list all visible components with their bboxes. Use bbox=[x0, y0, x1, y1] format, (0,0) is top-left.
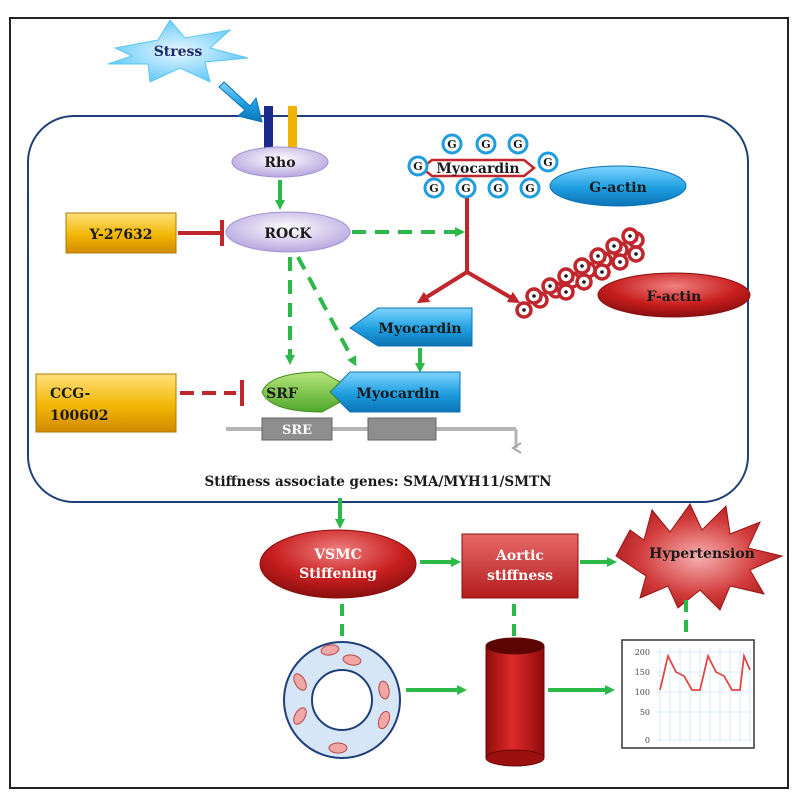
hypertension-burst: Hypertension bbox=[615, 503, 784, 611]
gene-box bbox=[367, 417, 437, 441]
f-actin-bead bbox=[621, 227, 639, 245]
arrow-rock-srf-2 bbox=[296, 256, 357, 367]
g-bead-label: G bbox=[461, 182, 470, 195]
smooth-muscle-cell bbox=[378, 680, 390, 700]
f-actin-bead bbox=[541, 277, 559, 295]
f-actin-bead bbox=[627, 245, 645, 263]
bp-tick-label: 50 bbox=[640, 708, 650, 717]
inhibitor-ccg-label-2: 100602 bbox=[50, 408, 108, 424]
smooth-muscle-cell bbox=[320, 644, 340, 656]
smooth-muscle-cell bbox=[342, 654, 362, 666]
g-bead-label: G bbox=[481, 138, 490, 151]
g-bead: G bbox=[423, 177, 445, 199]
f-actin-bead bbox=[593, 263, 611, 281]
f-actin-bead bbox=[611, 253, 629, 271]
rock-node: ROCK bbox=[225, 211, 351, 253]
rho-label: Rho bbox=[264, 155, 295, 171]
stress-burst: Stress bbox=[107, 19, 249, 83]
stress-label: Stress bbox=[154, 44, 203, 60]
g-bead: G bbox=[507, 133, 529, 155]
g-bead-label: G bbox=[493, 182, 502, 195]
g-bead-label: G bbox=[413, 160, 422, 173]
smooth-muscle-cell bbox=[328, 742, 348, 754]
vsmc-stiffening-node: VSMC Stiffening bbox=[259, 529, 417, 599]
receptor-yellow bbox=[288, 106, 297, 148]
sre-label: SRE bbox=[282, 423, 312, 438]
f-actin-bead bbox=[557, 283, 575, 301]
hypertension-label: Hypertension bbox=[649, 546, 755, 562]
g-bead: G bbox=[475, 133, 497, 155]
myocardin-top-label: Myocardin bbox=[436, 161, 519, 177]
aorta-cylinder bbox=[485, 637, 545, 767]
inhibitor-ccg-box: CCG- 100602 bbox=[35, 373, 177, 433]
f-actin-bead bbox=[573, 257, 591, 275]
g-bead: G bbox=[487, 177, 509, 199]
f-actin-bead bbox=[575, 273, 593, 291]
inhibitor-ccg-label-1: CCG- bbox=[50, 386, 91, 402]
stress-arrow bbox=[218, 81, 263, 123]
cell-membrane bbox=[27, 115, 749, 503]
f-actin-node: F-actin bbox=[597, 272, 751, 318]
receptor-blue bbox=[264, 106, 273, 148]
rho-node: Rho bbox=[231, 146, 329, 178]
smooth-muscle-cells bbox=[293, 644, 391, 754]
bp-tick-label: 100 bbox=[635, 688, 650, 697]
g-actin-label: G-actin bbox=[589, 180, 647, 196]
bp-trace bbox=[659, 652, 751, 691]
stiffness-genes-label: Stiffness associate genes: SMA/MYH11/SMT… bbox=[204, 474, 551, 490]
f-actin-bead bbox=[605, 237, 623, 255]
f-actin-bead bbox=[557, 267, 575, 285]
f-actin-bead bbox=[589, 247, 607, 265]
smooth-muscle-cell bbox=[377, 710, 391, 730]
g-bead: G bbox=[519, 177, 541, 199]
g-bead-label: G bbox=[513, 138, 522, 151]
vsmc-label-2: Stiffening bbox=[299, 566, 377, 582]
g-bead-label: G bbox=[525, 182, 534, 195]
g-bead: G bbox=[455, 177, 477, 199]
myocardin-bound-shape bbox=[419, 158, 537, 178]
g-bead: G bbox=[537, 151, 559, 173]
g-bead: G bbox=[441, 133, 463, 155]
inhibit-bar-srf bbox=[180, 380, 244, 406]
g-bead-label: G bbox=[543, 156, 552, 169]
srf-label: SRF bbox=[266, 386, 298, 402]
g-bead-label: G bbox=[447, 138, 456, 151]
rock-label: ROCK bbox=[264, 226, 312, 242]
aortic-label-1: Aortic bbox=[495, 548, 544, 564]
bp-tick-label: 150 bbox=[635, 668, 650, 677]
g-bead-label: G bbox=[429, 182, 438, 195]
inhibitor-y27632-label: Y-27632 bbox=[88, 227, 152, 243]
bp-chart-grid bbox=[656, 648, 751, 742]
dna-track: SRE bbox=[226, 417, 522, 454]
aortic-stiffness-node: Aortic stiffness bbox=[461, 533, 579, 599]
bp-tick-label: 0 bbox=[645, 736, 650, 745]
smooth-muscle-cell bbox=[293, 673, 307, 691]
f-actin-chain bbox=[515, 227, 645, 319]
outer-frame bbox=[9, 17, 789, 789]
actin-branch-arrows bbox=[416, 198, 521, 304]
srf-myocardin-complex: SRF Myocardin bbox=[261, 371, 461, 413]
f-actin-bead bbox=[525, 287, 543, 305]
blood-pressure-chart: 200 150 100 50 0 bbox=[621, 639, 755, 749]
myocardin-complex-label: Myocardin bbox=[356, 386, 439, 402]
g-actin-node: G-actin bbox=[549, 165, 687, 207]
aortic-label-2: stiffness bbox=[487, 568, 553, 584]
inhibit-bar-rock bbox=[178, 220, 224, 246]
vsmc-label-1: VSMC bbox=[313, 547, 362, 563]
g-bead: G bbox=[407, 155, 429, 177]
smooth-muscle-cell bbox=[293, 707, 307, 725]
sre-box bbox=[261, 417, 333, 441]
f-actin-bead bbox=[515, 301, 533, 319]
inhibitor-y27632-box: Y-27632 bbox=[65, 212, 177, 254]
vessel-ring bbox=[283, 641, 401, 759]
myocardin-free-node: Myocardin bbox=[349, 307, 473, 347]
bp-tick-label: 200 bbox=[635, 648, 650, 657]
bp-chart-ticks: 200 150 100 50 0 bbox=[635, 648, 650, 745]
myocardin-mid-label: Myocardin bbox=[378, 321, 461, 337]
f-actin-label: F-actin bbox=[647, 289, 702, 305]
